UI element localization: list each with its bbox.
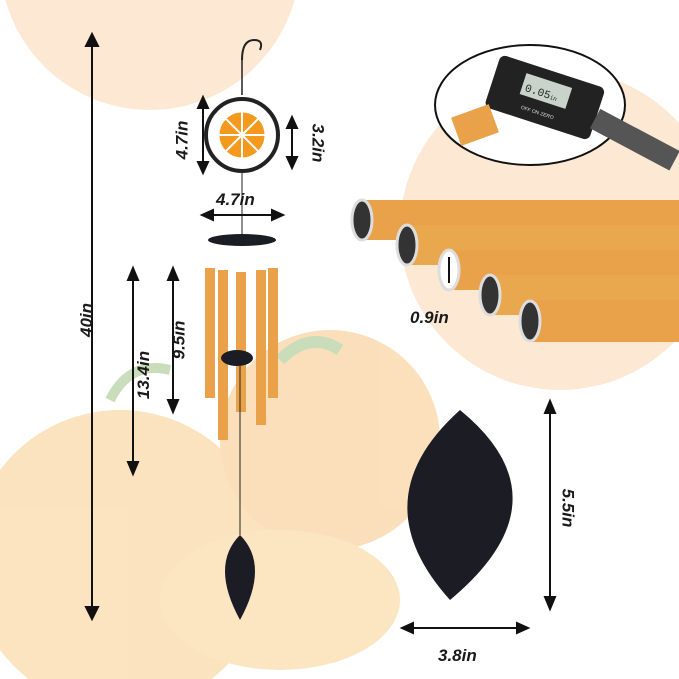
shortest-tube-label: 9.5in: [169, 320, 189, 360]
top-width-label: 4.7in: [216, 190, 255, 209]
total-length-label: 40in: [77, 302, 97, 338]
large-sail: [407, 410, 513, 600]
peach-blob-top-left: [5, 0, 295, 110]
tube-diameter-label: 0.9in: [410, 308, 449, 327]
sail-width-label: 3.8in: [438, 646, 477, 665]
orange-slices-background: [0, 330, 440, 679]
dimension-arrows: [84, 31, 557, 635]
sail-height-label: 5.5in: [558, 488, 578, 528]
caliper-unit: in: [548, 94, 558, 103]
tube-sample: [451, 104, 499, 146]
disc-height-label: 4.7in: [172, 120, 192, 160]
small-sail: [225, 535, 255, 620]
caliper-scale: [589, 108, 679, 171]
disc-diameter-label: 3.2in: [308, 123, 328, 163]
wind-chime: [204, 38, 280, 620]
longest-tube-label: 13.4in: [134, 350, 154, 400]
hook-icon: [241, 38, 263, 61]
tube-set: [350, 198, 679, 343]
caliper-screen: [519, 73, 573, 109]
